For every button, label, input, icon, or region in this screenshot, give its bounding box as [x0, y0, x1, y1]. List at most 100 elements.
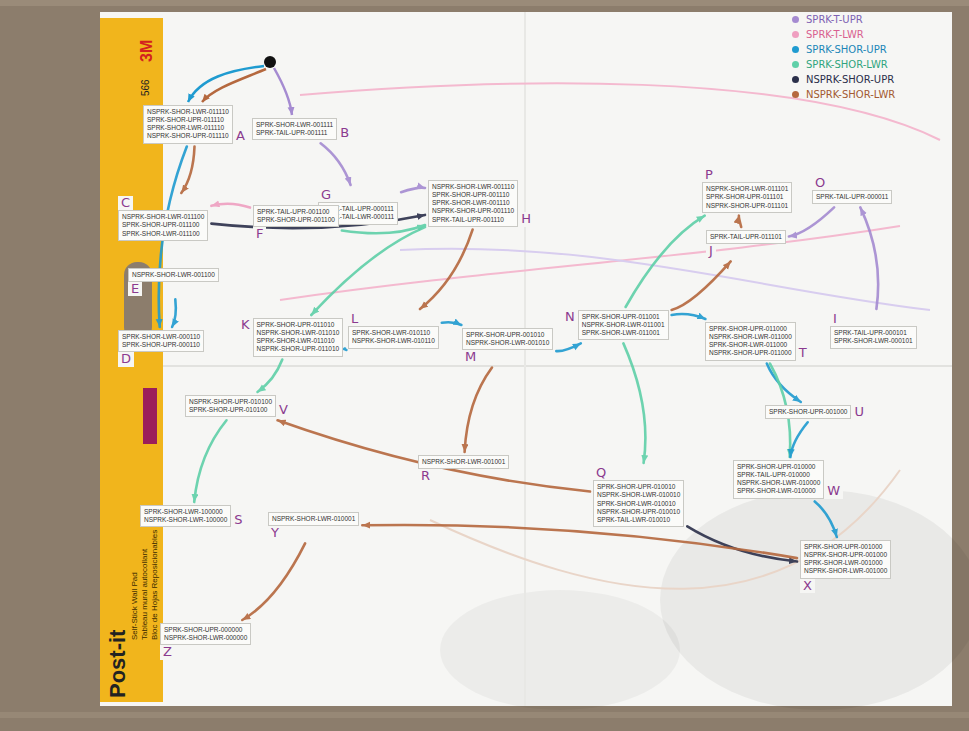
- state-code: SPRK-SHOR-UPR-001000: [804, 543, 887, 551]
- state-node: LSPRK-SHOR-LWR-010110NSPRK-SHOR-LWR-0101…: [348, 312, 439, 349]
- state-letter: U: [851, 405, 867, 419]
- state-node: NSPRK-SHOR-LWR-001001R: [418, 455, 509, 483]
- state-box: SPRK-SHOR-LWR-010110NSPRK-SHOR-LWR-01011…: [348, 326, 439, 348]
- state-code: NSPRK-SHOR-LWR-001000: [804, 567, 887, 575]
- state-letter: N: [562, 310, 578, 324]
- transition-arrow: [623, 343, 645, 463]
- state-code: NSPRK-SHOR-LWR-011010: [257, 329, 340, 337]
- transition-arrow: [362, 525, 797, 558]
- state-code: NSPRK-SHOR-LWR-010010: [597, 491, 680, 499]
- legend-text: NSPRK-SHOR-LWR: [806, 89, 895, 100]
- state-code: SPRK-SHOR-LWR-011100: [122, 230, 204, 238]
- state-node: SPRK-SHOR-LWR-001111SPRK-TAIL-UPR-001111…: [252, 118, 352, 140]
- state-node: PNSPRK-SHOR-LWR-011101SPRK-SHOR-UPR-0111…: [702, 168, 792, 213]
- state-box: NSPRK-SHOR-LWR-011101SPRK-SHOR-UPR-01110…: [702, 182, 792, 212]
- state-box: SPRK-SHOR-UPR-011000NSPRK-SHOR-LWR-01100…: [705, 322, 796, 361]
- state-box: NSPRK-SHOR-LWR-001110SPRK-SHOR-UPR-00111…: [428, 180, 518, 227]
- state-code: SPRK-SHOR-UPR-011101: [706, 193, 788, 201]
- state-node: NSPRK-SHOR-UPR-011001NSPRK-SHOR-LWR-0110…: [562, 310, 669, 340]
- state-code: SPRK-SHOR-LWR-001111: [256, 121, 333, 129]
- state-code: SPRK-TAIL-LWR-010010: [597, 516, 680, 524]
- state-letter: E: [128, 282, 142, 296]
- state-code: SPRK-SHOR-UPR-001010: [466, 331, 549, 339]
- state-code: SPRK-SHOR-LWR-100000: [144, 508, 227, 516]
- state-node: CNSPRK-SHOR-LWR-011100SPRK-SHOR-UPR-0111…: [118, 196, 208, 241]
- state-letter: H: [518, 212, 534, 226]
- legend: SPRK-T-UPR SPRK-T-LWR SPRK-SHOR-UPR SPRK-SH…: [792, 12, 895, 102]
- state-code: NSPRK-SHOR-LWR-001110: [432, 183, 514, 191]
- state-box: SPRK-SHOR-UPR-010010NSPRK-SHOR-LWR-01001…: [593, 480, 684, 527]
- legend-swatch: [792, 16, 799, 23]
- state-node: SPRK-SHOR-UPR-001000U: [765, 405, 867, 419]
- legend-text: SPRK-T-LWR: [806, 29, 864, 40]
- state-code: NSPRK-SHOR-UPR-011101: [706, 202, 788, 210]
- state-box: SPRK-SHOR-UPR-001000: [765, 405, 851, 419]
- state-node: SPRK-SHOR-LWR-100000NSPRK-SHOR-LWR-10000…: [140, 505, 246, 527]
- state-code: SPRK-TAIL-UPR-011101: [710, 233, 782, 241]
- transition-arrow: [321, 143, 351, 185]
- state-letter: F: [253, 227, 266, 241]
- state-letter: Q: [593, 466, 609, 480]
- transition-arrow: [672, 261, 731, 310]
- state-box: NSPRK-SHOR-LWR-011100SPRK-SHOR-UPR-01110…: [118, 210, 208, 240]
- state-letter: P: [702, 168, 716, 182]
- legend-swatch: [792, 61, 799, 68]
- state-letter: S: [231, 513, 245, 527]
- state-code: SPRK-SHOR-LWR-011110: [147, 124, 229, 132]
- legend-row: SPRK-SHOR-LWR: [792, 57, 895, 72]
- state-code: SPRK-TAIL-UPR-010000: [737, 471, 820, 479]
- legend-swatch: [792, 46, 799, 53]
- state-letter: M: [462, 350, 479, 364]
- transition-arrow: [420, 230, 473, 309]
- state-code: SPRK-SHOR-UPR-000110: [122, 341, 200, 349]
- state-node: SPRK-SHOR-UPR-001000NSPRK-SHOR-UPR-00100…: [800, 540, 891, 593]
- state-code: SPRK-SHOR-UPR-001110: [432, 191, 514, 199]
- state-code: SPRK-SHOR-UPR-010100: [189, 406, 272, 414]
- state-code: NSPRK-SHOR-UPR-011010: [257, 345, 340, 353]
- strip-label: Self-Stick Wall Pad: [131, 572, 140, 640]
- state-code: SPRK-SHOR-LWR-001000: [804, 559, 887, 567]
- state-code: NSPRK-SHOR-LWR-001001: [422, 458, 505, 466]
- shadow: [660, 490, 969, 710]
- state-node: NSPRK-SHOR-LWR-011110SPRK-SHOR-UPR-01111…: [143, 105, 248, 144]
- transition-arrow: [344, 349, 346, 350]
- state-node: NSPRK-SHOR-UPR-010100SPRK-SHOR-UPR-01010…: [185, 395, 291, 417]
- state-letter: R: [418, 469, 433, 483]
- paper-fold: [163, 365, 952, 367]
- legend-row: SPRK-SHOR-UPR: [792, 42, 895, 57]
- state-code: NSPRK-SHOR-UPR-001110: [432, 207, 514, 215]
- state-letter: J: [706, 244, 716, 258]
- state-code: SPRK-SHOR-LWR-000101: [834, 337, 913, 345]
- faint-line: [300, 83, 940, 140]
- state-node: KSPRK-SHOR-UPR-011010NSPRK-SHOR-LWR-0110…: [238, 318, 343, 357]
- state-code: SPRK-TAIL-UPR-001110: [432, 216, 514, 224]
- state-code: SPRK-TAIL-UPR-000011: [816, 193, 888, 201]
- state-code: NSPRK-SHOR-LWR-010000: [737, 479, 820, 487]
- legend-text: SPRK-T-UPR: [806, 14, 863, 25]
- transition-arrow: [626, 216, 705, 307]
- state-code: SPRK-SHOR-UPR-011010: [257, 321, 340, 329]
- legend-row: NSPRK-SHOR-LWR: [792, 87, 895, 102]
- strip-label: Post-it: [106, 630, 130, 698]
- wood-grain: [0, 0, 969, 6]
- state-letter: B: [337, 126, 352, 140]
- state-code: SPRK-TAIL-UPR-001100: [257, 208, 335, 216]
- legend-swatch: [792, 31, 799, 38]
- state-code: SPRK-TAIL-UPR-001111: [256, 129, 333, 137]
- state-code: SPRK-SHOR-UPR-000000: [164, 626, 247, 634]
- state-box: NSPRK-SHOR-LWR-001100: [128, 268, 219, 282]
- state-letter: X: [800, 579, 815, 593]
- start-arrow: [188, 66, 264, 102]
- state-node: OSPRK-TAIL-UPR-000011: [812, 176, 892, 204]
- state-box: SPRK-SHOR-UPR-000000NSPRK-SHOR-LWR-00000…: [160, 623, 251, 645]
- transition-arrow: [815, 502, 837, 538]
- paper-fold: [524, 12, 526, 706]
- legend-text: SPRK-SHOR-LWR: [806, 59, 888, 70]
- transition-arrow: [242, 543, 305, 620]
- state-box: SPRK-SHOR-UPR-010000SPRK-TAIL-UPR-010000…: [733, 460, 824, 499]
- start-dot: [264, 56, 276, 68]
- start-arrow: [202, 69, 266, 102]
- state-code: SPRK-SHOR-LWR-010110: [352, 329, 435, 337]
- state-node: NSPRK-SHOR-LWR-001100E: [128, 268, 219, 296]
- state-code: NSPRK-SHOR-LWR-011000: [709, 333, 792, 341]
